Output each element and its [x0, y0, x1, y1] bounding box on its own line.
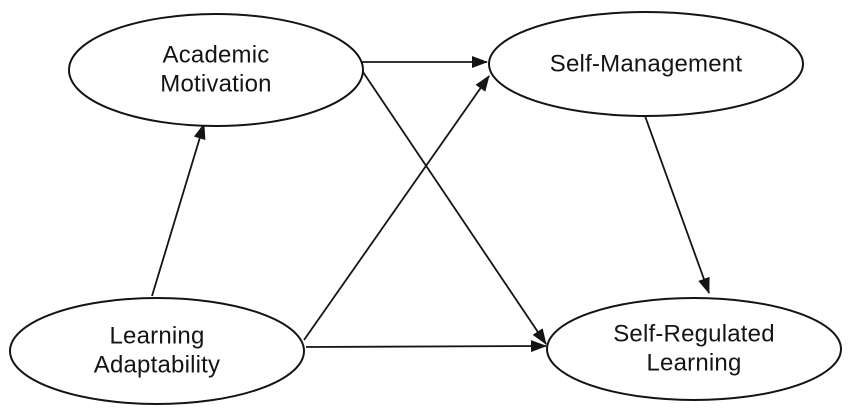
- node-ellipse-self-management: [488, 11, 804, 117]
- edges-group: [151, 56, 710, 353]
- node-ellipse-learning-adaptability: [9, 297, 305, 405]
- arrow-academic-motivation-to-self-regulated-learning: [362, 71, 547, 345]
- node-ellipse-academic-motivation: [68, 13, 364, 127]
- node-label-self-regulated-learning: Self-Regulated Learning: [613, 320, 775, 377]
- node-label-academic-motivation: Academic Motivation: [160, 41, 272, 98]
- node-ellipse-self-regulated-learning: [546, 297, 842, 401]
- arrow-learning-adaptability-to-self-management: [303, 75, 490, 341]
- nodes-group: [9, 11, 842, 405]
- arrow-learning-adaptability-to-self-regulated-learning: [305, 340, 547, 353]
- arrow-self-management-to-self-regulated-learning: [644, 115, 710, 294]
- node-label-learning-adaptability: Learning Adaptability: [93, 322, 221, 379]
- node-label-self-management: Self-Management: [549, 50, 743, 78]
- arrow-learning-adaptability-to-academic-motivation: [151, 123, 206, 297]
